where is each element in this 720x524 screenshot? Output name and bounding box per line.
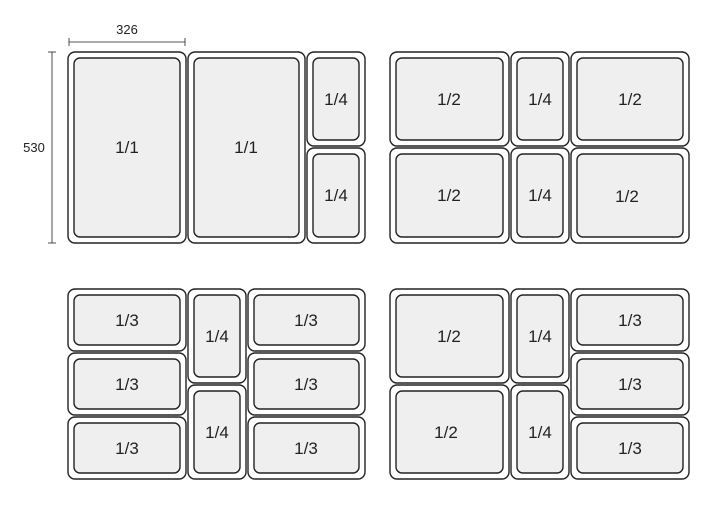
pan-label: 1/3: [618, 439, 642, 458]
height-dimension: 530: [23, 51, 56, 244]
pan-label: 1/4: [528, 186, 552, 205]
pan: 1/3: [67, 288, 187, 352]
pan-label: 1/2: [434, 423, 458, 442]
pan-label: 1/3: [115, 311, 139, 330]
pan: 1/4: [306, 147, 366, 244]
pan-label: 1/3: [294, 439, 318, 458]
pan: 1/2: [389, 51, 510, 147]
pan: 1/3: [570, 416, 690, 480]
pan-label: 1/1: [115, 138, 139, 157]
pan-label: 1/2: [437, 327, 461, 346]
pan: 1/1: [67, 51, 187, 244]
pan-label: 1/2: [437, 186, 461, 205]
pan: 1/3: [247, 288, 366, 352]
pan: 1/4: [306, 51, 366, 147]
layout-2: 1/2 1/4 1/2 1/2 1/4 1/2: [389, 51, 690, 244]
pan: 1/4: [510, 51, 570, 147]
pan: 1/2: [570, 51, 690, 147]
pan-label: 1/3: [618, 311, 642, 330]
pan: 1/2: [389, 288, 510, 384]
pan: 1/1: [187, 51, 306, 244]
pan: 1/2: [570, 147, 690, 244]
pan-label: 1/2: [437, 90, 461, 109]
pan: 1/3: [67, 352, 187, 416]
pan-label: 1/1: [234, 138, 258, 157]
pan-label: 1/4: [205, 327, 229, 346]
pan-label: 1/4: [205, 423, 229, 442]
pan: 1/3: [247, 416, 366, 480]
pan-label: 1/3: [294, 311, 318, 330]
pan: 1/3: [570, 288, 690, 352]
pan: 1/3: [570, 352, 690, 416]
width-dimension-label: 326: [116, 22, 138, 37]
pan-label: 1/3: [115, 439, 139, 458]
pan: 1/2: [389, 147, 510, 244]
pan: 1/4: [187, 384, 247, 480]
pan: 1/4: [510, 384, 570, 480]
pan: 1/2: [389, 384, 510, 480]
layout-1: 1/1 1/1 1/4 1/4: [67, 51, 366, 244]
pan-label: 1/4: [528, 327, 552, 346]
pan-label: 1/2: [615, 187, 639, 206]
pan-label: 1/3: [115, 375, 139, 394]
height-dimension-label: 530: [23, 140, 45, 155]
pan-label: 1/3: [618, 375, 642, 394]
pan-label: 1/2: [618, 90, 642, 109]
pan-label: 1/3: [294, 375, 318, 394]
pan: 1/4: [510, 288, 570, 384]
pan: 1/4: [187, 288, 247, 384]
pan-label: 1/4: [324, 90, 348, 109]
pan-label: 1/4: [324, 186, 348, 205]
pan-label: 1/4: [528, 90, 552, 109]
layout-3: 1/3 1/4 1/3 1/3 1/3 1/3: [67, 288, 366, 480]
pan-label: 1/4: [528, 423, 552, 442]
pan: 1/4: [510, 147, 570, 244]
pan: 1/3: [247, 352, 366, 416]
pan: 1/3: [67, 416, 187, 480]
layout-4: 1/2 1/4 1/3 1/3 1/2 1/4: [389, 288, 690, 480]
width-dimension: 326: [68, 22, 186, 46]
